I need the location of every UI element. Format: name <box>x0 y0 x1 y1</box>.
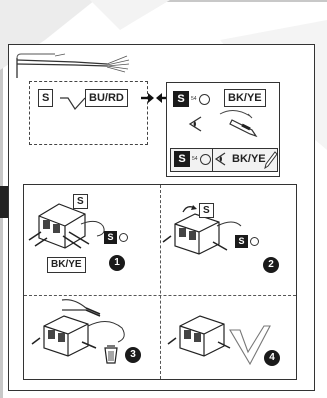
s-black-box-step1: S <box>104 231 117 244</box>
checkmark-icon <box>229 325 271 366</box>
bk-ye-label-row: BK/YE <box>232 153 266 165</box>
s-black-box-row: S <box>174 151 190 167</box>
connector-lines <box>60 97 86 110</box>
step-number-1: 1 <box>109 255 125 271</box>
steps-grid <box>23 184 297 380</box>
arrow-right-icon <box>141 93 154 103</box>
trash-bin-icon <box>104 345 118 364</box>
grid-horizontal-divider <box>24 295 296 296</box>
s-label-top: S <box>38 89 54 107</box>
s-black-box-panel: S <box>173 91 189 107</box>
tiny-code-row: 54 <box>192 156 198 162</box>
row-circle-icon <box>200 154 211 165</box>
wire-cutter-icon <box>61 299 101 317</box>
tiny-code: 54 <box>191 96 197 102</box>
s-label-step2: S <box>199 203 214 218</box>
bk-ye-label-step1: BK/YE <box>47 257 86 273</box>
cable-illustration <box>16 53 130 78</box>
eye-icon <box>188 116 202 132</box>
step-number-3: 3 <box>125 347 141 363</box>
bu-rd-label: BU/RD <box>85 89 128 107</box>
bk-ye-label-panel: BK/YE <box>224 89 266 107</box>
s-black-box-step2: S <box>235 235 248 248</box>
row-eye-icon <box>214 152 226 166</box>
terminal-block-illustration-3 <box>31 315 125 357</box>
step-number-4: 4 <box>264 350 280 366</box>
dashed-frame-left <box>29 81 148 145</box>
grid-vertical-divider <box>160 185 161 379</box>
page-edge-tab <box>0 186 8 218</box>
step1-circle-icon <box>119 233 128 242</box>
marker-pen-icon <box>219 110 258 138</box>
row-divider <box>212 148 213 171</box>
terminal-block-illustration-1 <box>28 203 105 249</box>
step2-circle-icon <box>250 237 259 246</box>
s-label-step1: S <box>73 194 88 209</box>
marking-circle-icon <box>199 94 210 105</box>
terminal-block-illustration-2 <box>162 205 242 255</box>
terminal-block-illustration-4 <box>167 315 231 357</box>
row-pen-icon <box>264 151 278 170</box>
step-number-2: 2 <box>263 257 279 273</box>
